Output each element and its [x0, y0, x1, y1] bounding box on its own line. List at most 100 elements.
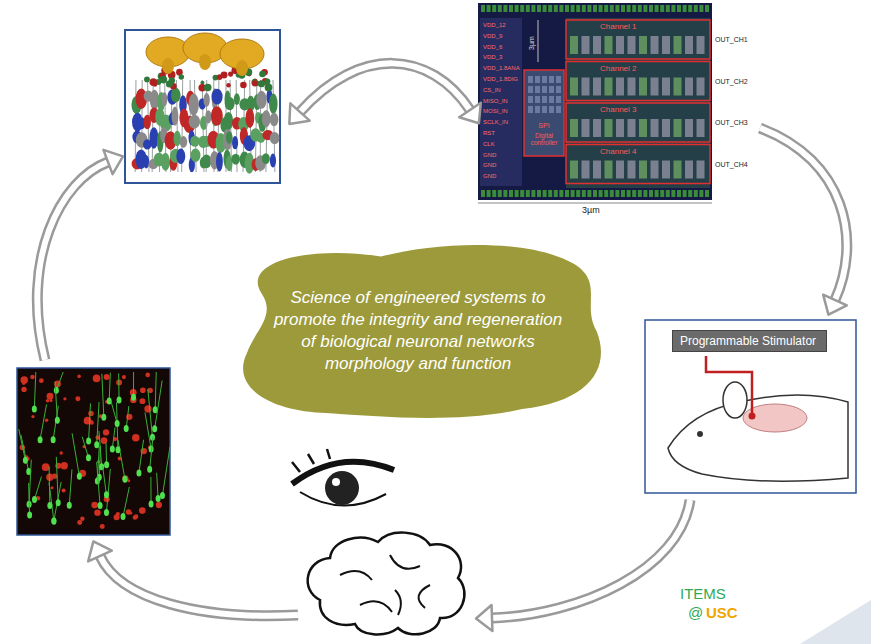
- channel-cell: [570, 119, 578, 137]
- green-neuron: [51, 517, 56, 524]
- pin-name: CLK: [483, 141, 495, 148]
- logic-cell: [542, 96, 547, 103]
- red-cell: [126, 509, 132, 515]
- red-cell: [140, 387, 146, 393]
- green-neuron: [122, 476, 127, 483]
- synapse-dot: [169, 77, 175, 83]
- bond-pad: [683, 190, 687, 197]
- pin-strip: [480, 18, 522, 186]
- pin-name: VDD_6: [483, 44, 502, 51]
- synapse-dot: [204, 84, 212, 92]
- synapse-dot: [228, 72, 233, 77]
- synapse-dot: [252, 80, 258, 86]
- channel-cell: [674, 78, 682, 96]
- logic-cell: [556, 96, 561, 103]
- pin-name: VDD_3: [483, 54, 502, 61]
- soma: [205, 110, 211, 123]
- bond-pad: [487, 190, 491, 197]
- green-dendrite: [155, 380, 163, 428]
- bond-pad: [688, 5, 692, 12]
- logic-cell: [528, 106, 533, 113]
- soma: [174, 131, 181, 147]
- bond-pad: [565, 190, 569, 197]
- logo-text: USC: [706, 605, 738, 622]
- bond-pad: [638, 5, 642, 12]
- cycle-arrow: [88, 541, 298, 615]
- channel-block: [566, 103, 710, 142]
- bond-pad: [666, 190, 670, 197]
- green-neuron: [51, 518, 56, 525]
- bond-pad: [599, 5, 603, 12]
- bond-pad: [638, 190, 642, 197]
- red-cell: [51, 486, 54, 489]
- bond-pad: [610, 190, 614, 197]
- green-dendrite: [40, 404, 46, 439]
- stimulator-label: Programmable Stimulator: [673, 331, 826, 351]
- bond-pad: [543, 5, 547, 12]
- soma: [149, 127, 158, 148]
- green-neuron: [110, 446, 115, 453]
- green-neuron: [149, 501, 154, 508]
- channel-cell: [674, 119, 682, 137]
- eye-icon: [292, 449, 394, 506]
- red-cell: [47, 393, 54, 400]
- arrow-shaft-outline: [492, 500, 690, 618]
- channel-cell: [593, 36, 601, 54]
- channel-cell: [593, 78, 601, 96]
- green-neuron: [86, 454, 91, 461]
- mouse-eye: [697, 431, 703, 437]
- cycle-arrow: [37, 150, 123, 360]
- bond-pad: [492, 190, 496, 197]
- channel-cell: [662, 78, 670, 96]
- block-name: SPI: [524, 122, 564, 130]
- channel-cell: [628, 36, 636, 54]
- corner-swoosh: [800, 600, 871, 644]
- green-dendrite: [118, 373, 119, 400]
- bond-pad: [694, 5, 698, 12]
- logic-cell: [556, 86, 561, 93]
- bond-pad: [621, 5, 625, 12]
- bond-pad: [520, 190, 524, 197]
- bond-pad: [503, 190, 507, 197]
- soma: [270, 154, 276, 168]
- channel-name: Channel 3: [600, 106, 636, 115]
- pin-name: MISO_IN: [483, 98, 508, 105]
- synapse-dot: [226, 83, 230, 87]
- bond-pad: [548, 5, 552, 12]
- logic-cell: [528, 96, 533, 103]
- green-neuron: [101, 414, 106, 421]
- arrow-shaft-outline: [300, 63, 470, 112]
- green-dendrite: [34, 477, 41, 500]
- soma: [226, 156, 233, 172]
- soma: [171, 88, 181, 103]
- green-neuron: [54, 387, 59, 394]
- logic-cell: [556, 76, 561, 83]
- red-cell: [127, 479, 130, 482]
- green-dendrite: [99, 431, 102, 467]
- channel-name: Channel 4: [600, 148, 636, 157]
- channel-cell: [697, 119, 705, 137]
- channel-cell: [628, 119, 636, 137]
- pin-name: MOSI_IN: [483, 108, 508, 115]
- channel-cell: [628, 161, 636, 179]
- green-neuron: [32, 406, 37, 413]
- soma: [191, 149, 201, 162]
- arrow-shaft-outline: [760, 128, 847, 300]
- bond-pad: [671, 5, 675, 12]
- channel-cell: [685, 78, 693, 96]
- red-cell: [46, 399, 50, 403]
- logic-cell: [549, 86, 554, 93]
- green-dendrite: [111, 401, 117, 424]
- synapse-dot: [240, 82, 247, 89]
- arrow-head: [459, 103, 481, 124]
- synapse-dot: [221, 72, 228, 79]
- channel-cell: [616, 78, 624, 96]
- bond-pad: [694, 190, 698, 197]
- arrow-shaft-outline: [100, 556, 298, 616]
- green-dendrite: [155, 372, 156, 410]
- channel-cell: [651, 36, 659, 54]
- channel-cell: [639, 161, 647, 179]
- brain-icon: [308, 533, 465, 635]
- soma: [262, 110, 271, 127]
- arrow-shaft-fill: [100, 556, 298, 616]
